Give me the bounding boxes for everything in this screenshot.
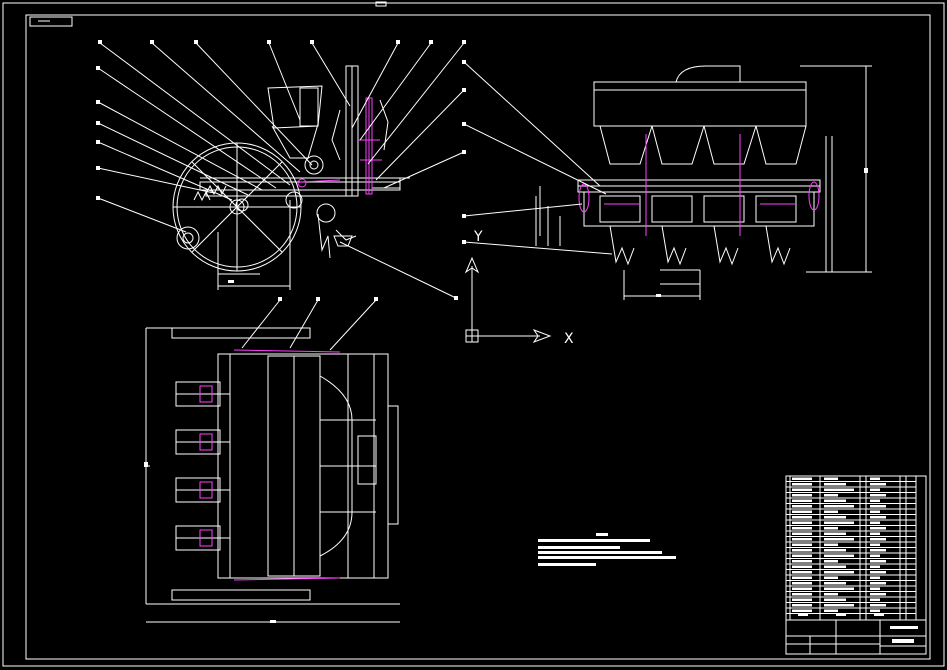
bom-entry — [870, 532, 880, 535]
bom-entry — [870, 516, 886, 519]
bom-entry — [792, 571, 812, 574]
bom-entry — [870, 571, 886, 574]
bom-entry — [824, 477, 838, 480]
bom-entry — [824, 576, 838, 579]
bom-entry — [870, 510, 880, 513]
bom-entries — [792, 477, 886, 612]
bom-entry — [870, 505, 886, 508]
bom-entry — [824, 565, 846, 568]
bom-entry — [870, 549, 886, 552]
bom-entry — [824, 587, 854, 590]
bom-entry — [792, 527, 812, 530]
bom-entry — [824, 538, 854, 541]
side-view-balloons — [96, 40, 466, 300]
bom-entry — [792, 510, 812, 513]
bom-entry — [792, 576, 812, 579]
bom-entry — [824, 593, 838, 596]
bom-entry — [824, 521, 854, 524]
front-view-leaders — [463, 61, 613, 255]
bom-entry — [870, 521, 880, 524]
side-view-leaders — [97, 42, 465, 299]
bom-entry — [824, 516, 846, 519]
bom-entry — [792, 560, 812, 563]
bom-entry — [870, 499, 880, 502]
bom-entry — [792, 549, 812, 552]
bom-entry — [792, 543, 812, 546]
top-view-balloons — [278, 297, 378, 301]
bom-entry — [824, 494, 838, 497]
bom-entry — [792, 593, 812, 596]
bom-entry — [824, 549, 846, 552]
bom-entry — [792, 505, 812, 508]
top-view-leaders — [241, 299, 377, 351]
bom-entry — [824, 510, 838, 513]
bom-entry — [870, 538, 886, 541]
bom-entry — [824, 483, 846, 486]
bom-entry — [870, 560, 886, 563]
bom-entry — [792, 521, 812, 524]
bom-entry — [792, 532, 812, 535]
top-view-chain — [199, 349, 341, 581]
bom-entry — [870, 527, 886, 530]
bom-entry — [824, 505, 854, 508]
bom-entry — [792, 604, 812, 607]
bom-entry — [870, 494, 886, 497]
bom-entry — [824, 488, 854, 491]
ucs-x-label: X — [564, 331, 574, 347]
front-view-chain — [578, 134, 820, 236]
bom-entry — [870, 488, 880, 491]
bom-entry — [870, 543, 880, 546]
bom-entry — [792, 494, 812, 497]
bom-entry — [870, 609, 880, 612]
bom-entry — [792, 499, 812, 502]
bom-rows — [786, 481, 916, 614]
bom-entry — [792, 565, 812, 568]
bom-entry — [824, 571, 854, 574]
bom-entry — [870, 576, 880, 579]
bom-entry — [824, 527, 838, 530]
ucs-icon — [464, 256, 552, 344]
bom-entry — [792, 609, 812, 612]
bom-entry — [870, 587, 880, 590]
bom-entry — [824, 604, 854, 607]
technical-requirements — [538, 533, 676, 566]
bom-entry — [870, 604, 886, 607]
bom-entry — [792, 587, 812, 590]
top-view — [144, 327, 400, 623]
side-view — [172, 65, 410, 290]
bom-entry — [792, 477, 812, 480]
bom-entry — [870, 582, 886, 585]
bom-entry — [824, 499, 846, 502]
bom-entry — [870, 565, 880, 568]
bom-entry — [824, 554, 854, 557]
bom-entry — [824, 560, 838, 563]
side-view-chain — [297, 97, 382, 195]
bom-entry — [792, 582, 812, 585]
bom-entry — [792, 598, 812, 601]
bom-entry — [870, 593, 886, 596]
bom-entry — [824, 543, 838, 546]
bom-entry — [824, 582, 846, 585]
front-view — [535, 65, 872, 300]
bom-entry — [792, 516, 812, 519]
bom-entry — [870, 554, 880, 557]
bom-entry — [824, 609, 838, 612]
bom-entry — [824, 532, 846, 535]
bom-entry — [824, 598, 846, 601]
front-view-balloons — [462, 60, 868, 297]
bom-entry — [792, 554, 812, 557]
bom-entry — [870, 598, 880, 601]
bom-entry — [792, 483, 812, 486]
bom-entry — [870, 483, 886, 486]
ucs-y-label: Y — [473, 229, 483, 245]
bom-entry — [792, 538, 812, 541]
title-block-entries — [798, 613, 918, 643]
bom-entry — [870, 477, 880, 480]
bom-entry — [792, 488, 812, 491]
